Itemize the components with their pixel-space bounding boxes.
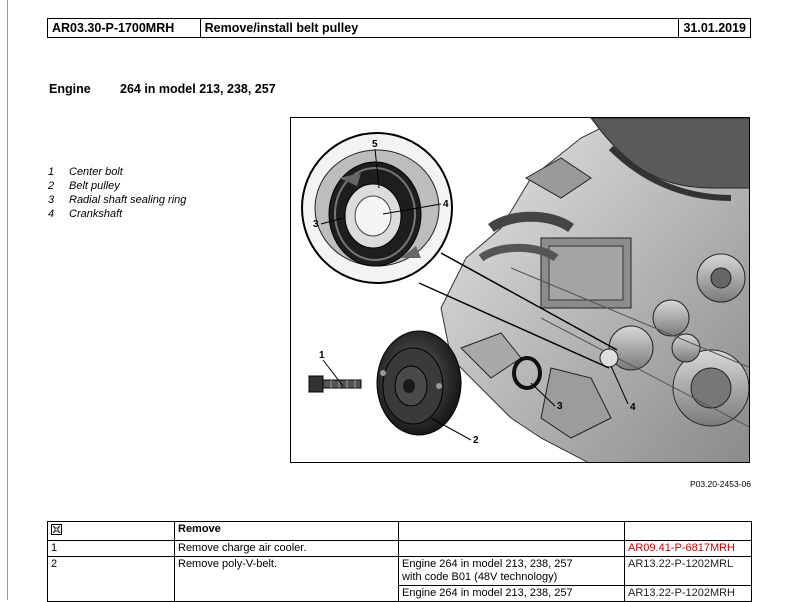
- header-icon-cell: [47, 521, 175, 541]
- header-empty-cell: [398, 521, 625, 541]
- legend-number: 4: [48, 208, 55, 220]
- legend-item: 4 Crankshaft: [48, 208, 248, 222]
- legend-item: 3 Radial shaft sealing ring: [48, 194, 248, 208]
- legend-text: Crankshaft: [69, 208, 123, 220]
- step-reference-link[interactable]: AR13.22-P-1202MRH: [628, 587, 735, 599]
- callout-labels: 1 2 3 4 3 4 5: [313, 139, 636, 446]
- table-row: Engine 264 in model 213, 238, 257 AR13.2…: [48, 585, 752, 602]
- work-step-icon: [51, 524, 62, 535]
- legend-number: 2: [48, 180, 55, 192]
- step-condition: [398, 540, 625, 557]
- callout-5-inset: 5: [372, 139, 378, 150]
- step-text: Remove poly-V-belt.: [174, 556, 399, 602]
- callout-2: 2: [473, 435, 479, 446]
- center-bolt: [308, 375, 362, 393]
- step-text: Remove charge air cooler.: [174, 540, 399, 557]
- crankshaft-end: [599, 348, 619, 368]
- header-empty-cell: [624, 521, 752, 541]
- legend-number: 3: [48, 194, 55, 206]
- legend-text: Belt pulley: [69, 180, 120, 192]
- engine-label: Engine: [49, 82, 91, 96]
- engine-block: [440, 118, 749, 462]
- belt-pulley: [376, 330, 462, 436]
- figure-code: P03.20-2453-06: [690, 479, 751, 489]
- engine-drawing: 1 2 3 4 3 4 5: [301, 118, 749, 462]
- header-label: Remove: [174, 521, 399, 541]
- legend-text: Radial shaft sealing ring: [69, 194, 187, 206]
- legend-item: 2 Belt pulley: [48, 180, 248, 194]
- callout-4-inset: 4: [443, 199, 449, 210]
- step-reference-link[interactable]: AR09.41-P-6817MRH: [628, 542, 735, 554]
- engine-illustration: 1 2 3 4 3 4 5: [290, 117, 750, 463]
- callout-3: 3: [557, 401, 563, 412]
- table-header-row: Remove: [47, 521, 752, 541]
- callout-4: 4: [630, 402, 636, 413]
- engine-value: 264 in model 213, 238, 257: [120, 82, 276, 96]
- doc-date: 31.01.2019: [683, 21, 746, 35]
- step-reference-link[interactable]: AR13.22-P-1202MRL: [628, 558, 734, 570]
- step-condition: Engine 264 in model 213, 238, 257: [398, 585, 625, 602]
- engine-applicability: Engine 264 in model 213, 238, 257: [49, 82, 276, 96]
- table-row: 1 Remove charge air cooler. AR09.41-P-68…: [47, 540, 752, 557]
- document-header: AR03.30-P-1700MRH Remove/install belt pu…: [47, 18, 751, 38]
- legend-number: 1: [48, 166, 55, 178]
- table-row: 2 Remove poly-V-belt. Engine 264 in mode…: [47, 556, 752, 602]
- seal-ring: [512, 356, 542, 390]
- callout-1: 1: [319, 350, 325, 361]
- legend-item: 1 Center bolt: [48, 166, 248, 180]
- legend-text: Center bolt: [69, 166, 123, 178]
- work-steps-table: Remove 1 Remove charge air cooler. AR09.…: [47, 521, 752, 602]
- doc-id: AR03.30-P-1700MRH: [48, 19, 201, 37]
- leader-lines: [320, 148, 629, 441]
- doc-title: Remove/install belt pulley: [201, 19, 680, 37]
- step-condition: Engine 264 in model 213, 238, 257 with c…: [398, 556, 625, 586]
- page-edge-rule: [7, 0, 8, 600]
- callout-3-inset: 3: [313, 219, 319, 230]
- figure-legend: 1 Center bolt 2 Belt pulley 3 Radial sha…: [48, 166, 248, 222]
- step-number: 2: [47, 556, 175, 602]
- step-number: 1: [47, 540, 175, 557]
- detail-inset: [301, 132, 618, 369]
